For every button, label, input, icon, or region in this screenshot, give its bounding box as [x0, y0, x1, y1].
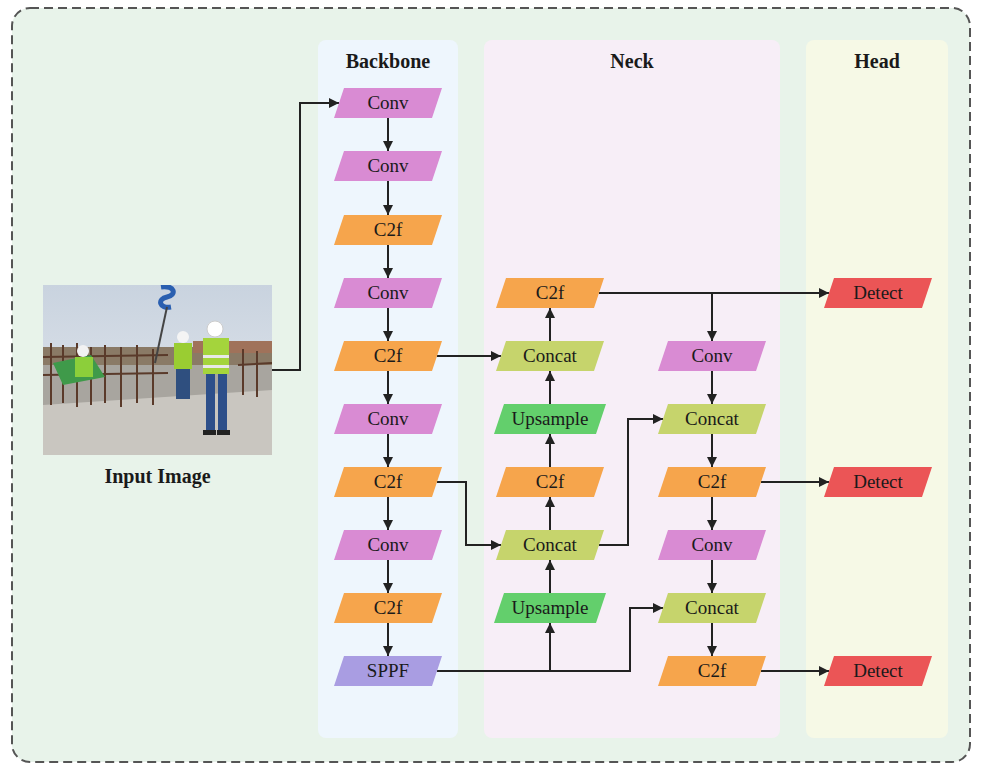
- block-label: Concat: [685, 408, 739, 430]
- box-fill: [334, 530, 442, 560]
- process-box: C2f: [334, 215, 442, 245]
- process-box: Conv: [658, 341, 766, 371]
- photo-sky: [43, 285, 272, 455]
- process-box: C2f: [334, 467, 442, 497]
- block-label: Conv: [367, 282, 408, 304]
- box-fill: [658, 656, 766, 686]
- process-box: C2f: [496, 467, 604, 497]
- process-box: C2f: [334, 341, 442, 371]
- process-box: Detect: [824, 467, 932, 497]
- box-fill: [496, 341, 604, 371]
- worker-middle: [174, 331, 192, 399]
- block-label: SPPF: [367, 660, 409, 682]
- section-heading: Backbone: [318, 40, 458, 73]
- block-label: Upsample: [511, 597, 588, 619]
- section-heading: Neck: [484, 40, 780, 73]
- box-fill: [824, 467, 932, 497]
- dashed-frame: [12, 8, 970, 762]
- box-fill: [334, 278, 442, 308]
- block-label: C2f: [536, 282, 565, 304]
- stage-panel: BackboneConvConvC2fConvC2fConvC2fConvC2f…: [318, 40, 458, 738]
- stage-panel: NeckC2fConcatUpsampleC2fConcatUpsampleCo…: [484, 40, 780, 738]
- process-box: C2f: [658, 467, 766, 497]
- box-fill: [334, 404, 442, 434]
- block-label: Concat: [523, 534, 577, 556]
- block-label: C2f: [374, 219, 403, 241]
- box-fill: [658, 593, 766, 623]
- box-fill: [334, 341, 442, 371]
- process-box: Upsample: [494, 593, 606, 623]
- process-box: Concat: [658, 404, 766, 434]
- box-fill: [658, 467, 766, 497]
- input-image: Input Image: [43, 285, 272, 490]
- box-fill: [824, 278, 932, 308]
- process-box: Conv: [334, 404, 442, 434]
- box-fill: [658, 341, 766, 371]
- box-fill: [334, 593, 442, 623]
- box-fill: [824, 656, 932, 686]
- box-fill: [496, 278, 604, 308]
- image-caption: Input Image: [43, 465, 272, 488]
- crane-cable: [155, 307, 167, 363]
- block-label: Upsample: [511, 408, 588, 430]
- process-box: Conv: [334, 88, 442, 118]
- block-label: C2f: [374, 471, 403, 493]
- box-fill: [494, 593, 606, 623]
- crane-hook: [161, 287, 174, 308]
- worker-left: [75, 345, 93, 377]
- box-fill: [494, 404, 606, 434]
- box-fill: [658, 530, 766, 560]
- process-box: Upsample: [494, 404, 606, 434]
- process-box: Concat: [496, 341, 604, 371]
- process-box: C2f: [658, 656, 766, 686]
- process-box: SPPF: [334, 656, 442, 686]
- block-label: Conv: [367, 92, 408, 114]
- box-fill: [334, 467, 442, 497]
- block-label: C2f: [536, 471, 565, 493]
- block-label: C2f: [374, 597, 403, 619]
- process-box: C2f: [334, 593, 442, 623]
- box-fill: [496, 467, 604, 497]
- site-photo: [43, 285, 272, 455]
- block-label: Detect: [853, 660, 903, 682]
- worker-right: [203, 321, 230, 435]
- process-box: Concat: [496, 530, 604, 560]
- process-box: Conv: [334, 530, 442, 560]
- block-label: Detect: [853, 471, 903, 493]
- box-fill: [334, 215, 442, 245]
- process-box: C2f: [496, 278, 604, 308]
- stage-panel: HeadDetectDetectDetect: [806, 40, 948, 738]
- block-label: C2f: [374, 345, 403, 367]
- section-heading: Head: [806, 40, 948, 73]
- photo-tarp: [53, 355, 105, 385]
- process-box: Conv: [658, 530, 766, 560]
- block-label: C2f: [698, 471, 727, 493]
- box-fill: [334, 88, 442, 118]
- block-label: Conv: [691, 534, 732, 556]
- block-label: Conv: [691, 345, 732, 367]
- box-fill: [334, 151, 442, 181]
- box-fill: [496, 530, 604, 560]
- block-label: Concat: [523, 345, 577, 367]
- process-box: Detect: [824, 278, 932, 308]
- process-box: Conv: [334, 151, 442, 181]
- block-label: Conv: [367, 534, 408, 556]
- block-label: Concat: [685, 597, 739, 619]
- block-label: Conv: [367, 155, 408, 177]
- process-box: Conv: [334, 278, 442, 308]
- block-label: C2f: [698, 660, 727, 682]
- box-fill: [334, 656, 442, 686]
- block-label: Detect: [853, 282, 903, 304]
- block-label: Conv: [367, 408, 408, 430]
- process-box: Detect: [824, 656, 932, 686]
- process-box: Concat: [658, 593, 766, 623]
- box-fill: [658, 404, 766, 434]
